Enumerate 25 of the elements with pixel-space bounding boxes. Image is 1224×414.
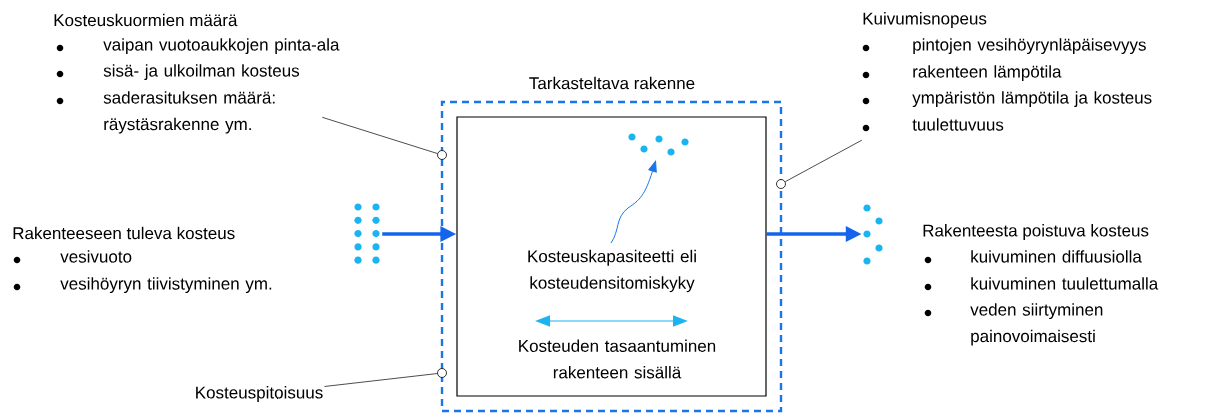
bullet-item-text: saderasituksen määrä: räystäsrakenne ym. (103, 91, 275, 134)
heading-text: Rakenteeseen tuleva kosteus (13, 226, 235, 240)
bullet-item-text: vesivuoto (60, 250, 132, 263)
box-text: Kosteuden tasaantuminen rakenteen sisällä (519, 339, 716, 379)
bullet-item-text: veden siirtyminen painovoimaisesti (970, 303, 1103, 346)
box-text: Kosteuskapasiteetti eli kosteudensitomiskyky (528, 249, 696, 293)
leader-line (784, 139, 863, 182)
droplets-drawing (863, 204, 883, 265)
bullet-item-text: pintojen vesihöyrynläpäisevyys (913, 38, 1146, 55)
leader-line (321, 116, 438, 154)
heading-text: Kuivumisnopeus (863, 12, 987, 28)
heading-text: Kosteuskuormien määrä (54, 13, 238, 27)
label-text: Kosteuspitoisuus (196, 386, 323, 402)
bullet-item-text: sisä- ja ulkoilman kosteus (103, 64, 300, 81)
heading-text: Rakenteesta poistuva kosteus (923, 224, 1149, 240)
bullet-item-text: tuulettuvuus (912, 118, 1004, 131)
bullet-item-text: vaipan vuotoaukkojen pinta-ala (103, 38, 340, 55)
bullet-item-text: ympäristön lämpötila ja kosteus (912, 91, 1152, 108)
leader-line (324, 373, 438, 387)
bullet-item-text: vesihöyryn tiivistyminen ym. (60, 277, 272, 294)
box-title: Tarkasteltava rakenne (529, 76, 695, 90)
bullet-item-text: rakenteen lämpötila (913, 65, 1062, 82)
bullet-item-text: kuivuminen tuulettumalla (971, 277, 1159, 290)
droplets-drawing (354, 203, 380, 264)
bullet-item-text: kuivuminen diffuusiolla (971, 250, 1142, 263)
